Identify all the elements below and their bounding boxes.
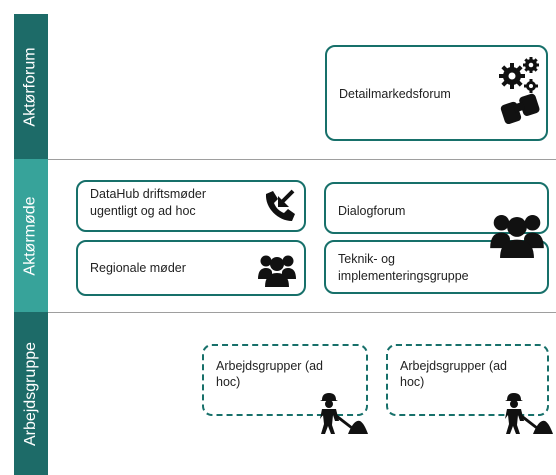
datahub-driftsmoeder-box xyxy=(76,180,306,232)
arbejdsgrupper-label-2-line1: Arbejdsgrupper (ad xyxy=(400,359,508,373)
band-aktoerforum: Aktørforum xyxy=(14,14,48,159)
detailmarkedsforum-box xyxy=(325,45,548,141)
phone-incoming-icon xyxy=(265,189,295,221)
datahub-driftsmoeder-label-line2: ugentligt og ad hoc xyxy=(90,204,196,218)
gears-binoculars-icon xyxy=(499,57,540,124)
detailmarkedsforum-label: Detailmarkedsforum xyxy=(339,87,451,101)
arbejdsgrupper-box-1 xyxy=(202,344,368,416)
arbejdsgrupper-box-2 xyxy=(386,344,549,416)
regionale-moeder-label: Regionale møder xyxy=(90,261,186,275)
row-divider xyxy=(48,312,556,313)
row-label-arbejdsgruppe: Arbejdsgruppe xyxy=(22,341,40,446)
people-group-icon xyxy=(258,255,296,287)
row-divider xyxy=(48,159,556,160)
datahub-driftsmoeder-label-line1: DataHub driftsmøder xyxy=(90,187,207,201)
teknik-implementeringsgruppe-label-line2: implementeringsgruppe xyxy=(338,269,469,283)
construction-worker-icon xyxy=(320,393,368,434)
band-arbejdsgruppe: Arbejdsgruppe xyxy=(14,312,48,475)
teknik-implementeringsgruppe-label-line1: Teknik- og xyxy=(338,252,395,266)
band-aktoermoede: Aktørmøde xyxy=(14,159,48,312)
arbejdsgrupper-label-1-line2: hoc) xyxy=(216,375,241,389)
row-label-aktoerforum: Aktørforum xyxy=(22,46,39,127)
arbejdsgrupper-label-1-line1: Arbejdsgrupper (ad xyxy=(216,359,324,373)
arbejdsgrupper-label-2-line2: hoc) xyxy=(400,375,425,389)
construction-worker-icon xyxy=(505,393,553,434)
dialogforum-label: Dialogforum xyxy=(338,204,406,218)
dialogforum-box xyxy=(324,182,549,234)
people-group-icon xyxy=(490,214,544,258)
row-label-aktoermoede: Aktørmøde xyxy=(22,195,39,276)
